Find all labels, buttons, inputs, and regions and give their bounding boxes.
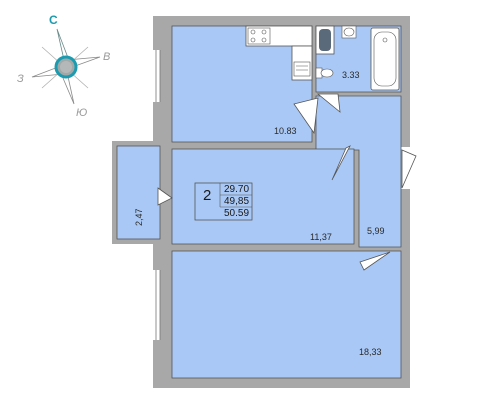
bathroom-area: 3.33 (342, 70, 360, 80)
doors (157, 93, 417, 271)
washing-machine-icon (315, 25, 335, 55)
bedroom-room (171, 148, 355, 245)
living-area: 29.70 (224, 184, 249, 195)
kitchen-area: 10.83 (274, 126, 297, 136)
hallway-area: 5,99 (367, 226, 385, 236)
compass-north-label: С (49, 13, 58, 27)
rooms-count: 2 (203, 187, 211, 204)
living-room-area: 18,33 (359, 347, 382, 357)
kitchen-door (293, 97, 319, 135)
compass-rose-icon (31, 28, 101, 105)
balcony-door (157, 187, 173, 206)
windows (155, 50, 161, 340)
balcony (116, 145, 161, 240)
compass-east-label: В (103, 51, 110, 63)
entrance-door (401, 149, 417, 189)
compass-west-label: З (17, 73, 24, 85)
living-door (359, 251, 391, 271)
total-area: 50.59 (224, 208, 249, 219)
stove-icon (247, 27, 271, 45)
balcony-area: 2,47 (134, 208, 144, 226)
bedroom-area: 11,37 (310, 232, 332, 242)
kitchen-sink-icon (293, 61, 311, 77)
compass-south-label: Ю (76, 107, 87, 119)
compass: С В З Ю (17, 13, 110, 119)
apartment-summary: 2 29.70 49,85 50.59 (194, 182, 253, 221)
bathroom-door (316, 93, 341, 113)
summary-frame (194, 182, 253, 221)
living-room (171, 250, 402, 379)
toilet-icon (315, 67, 334, 79)
area-without-balcony: 49,85 (224, 196, 249, 207)
washbasin-icon (341, 25, 357, 39)
bathtub-icon (370, 27, 400, 91)
bedroom-door (331, 145, 351, 181)
